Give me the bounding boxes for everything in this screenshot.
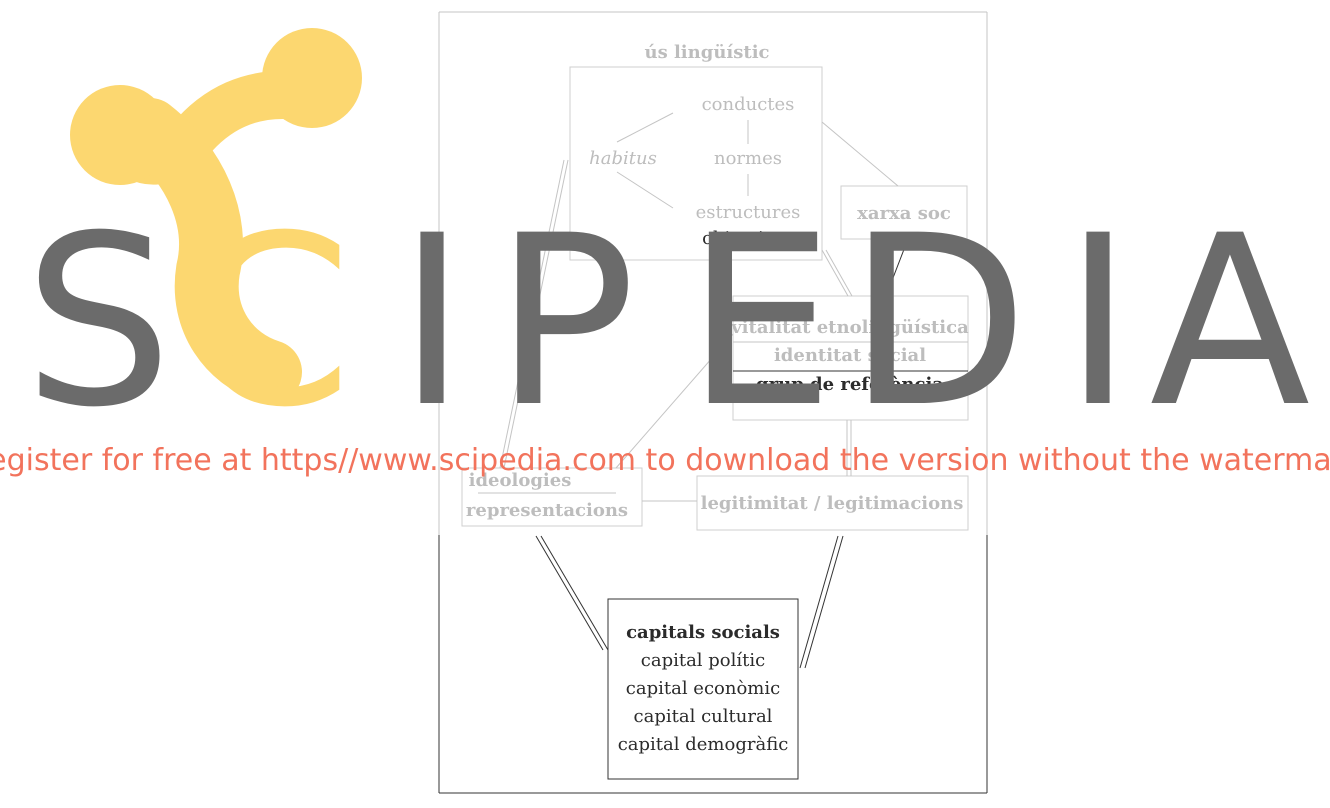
inner-connectors (616, 112, 749, 209)
wordmark-letter-i2: I (1063, 186, 1132, 459)
xarxa-soc-box (840, 185, 968, 240)
legitimitat-box (696, 475, 969, 531)
wordmark-letter-d: D (848, 186, 1029, 459)
scipedia-wordmark: S C I P E D I A (23, 186, 1310, 459)
scipedia-logo-mark (70, 28, 362, 404)
connector-legitimitat-capitals (799, 535, 844, 669)
estructures-label: estructures (696, 202, 801, 223)
representacions-label: representacions (466, 500, 628, 521)
diagram-title: ús lingüístic (644, 42, 769, 63)
capital-economic: capital econòmic (626, 678, 780, 699)
normes-label: normes (714, 148, 782, 169)
wordmark-letter-i: I (397, 186, 466, 459)
habitus-label: habitus (589, 148, 657, 169)
watermark-notice: Register for free at https//www.scipedia… (0, 443, 1330, 478)
connector-ideologies-capitals (535, 535, 609, 651)
capital-demografic: capital demogràfic (618, 734, 789, 755)
legitimitat-label: legitimitat / legitimacions (701, 493, 964, 514)
outer-frame (438, 11, 988, 794)
us-linguistic-box (569, 66, 823, 261)
gray-connectors (499, 159, 852, 502)
identitat-label: identitat social (774, 345, 926, 366)
connector-us-stack (821, 249, 853, 297)
objectives-label: objectives (702, 228, 794, 249)
capital-cultural: capital cultural (634, 706, 773, 727)
vitalitat-label: vitalitat etnolingüística (730, 317, 969, 338)
capital-politic: capital polític (641, 650, 765, 671)
grup-referencia-label: grup de referència (756, 374, 944, 395)
conductes-label: conductes (702, 94, 795, 115)
capitals-title: capitals socials (626, 622, 780, 643)
connector-xarxa-stack (885, 238, 909, 297)
capitals-socials-box (607, 598, 799, 780)
wordmark-letter-e: E (686, 186, 834, 459)
connector-us-xarxa (821, 121, 899, 187)
wordmark-letter-a: A (1150, 186, 1311, 459)
ideologies-box (461, 467, 643, 527)
wordmark-letter-s: S (23, 186, 172, 459)
xarxa-soc-label: xarxa soc (857, 203, 951, 224)
wordmark-letter-p: P (494, 186, 636, 459)
ideologies-label: ideologies (469, 470, 572, 491)
wordmark-letter-c: C (188, 186, 352, 459)
